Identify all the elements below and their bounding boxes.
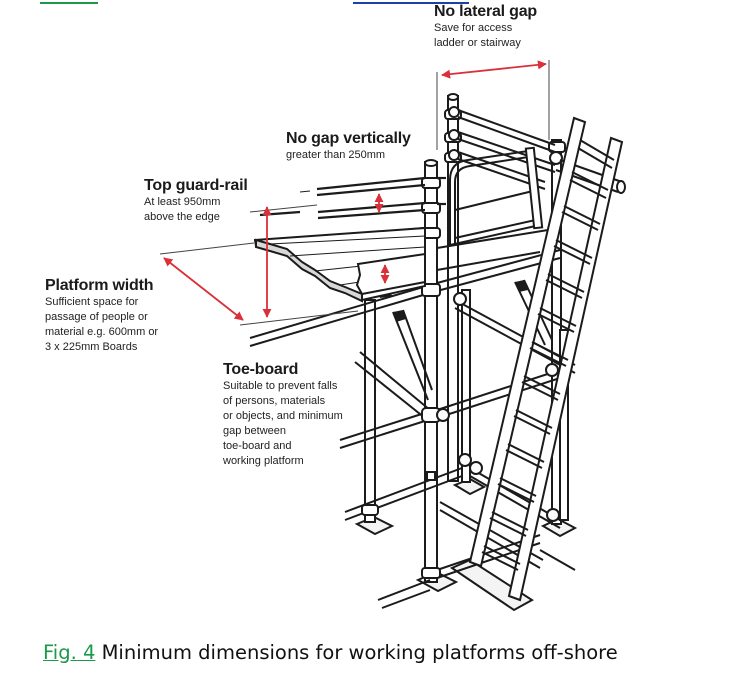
standard-left xyxy=(364,299,376,523)
label-heading: No gap vertically xyxy=(286,130,411,147)
label-line: or objects, and minimum xyxy=(223,410,343,422)
standard-front xyxy=(424,161,438,583)
caption-text: Minimum dimensions for working platforms… xyxy=(95,641,618,664)
access-gate xyxy=(449,146,544,246)
label-top-guard-rail: Top guard-rail At least 950mm above the … xyxy=(144,176,248,225)
label-line: At least 950mm xyxy=(144,196,221,208)
label-toe-board: Toe-board Suitable to prevent falls of p… xyxy=(223,360,343,469)
label-line: Save for access xyxy=(434,22,513,34)
label-heading: Top guard-rail xyxy=(144,177,248,194)
dimension-arrows xyxy=(163,60,547,321)
label-heading: No lateral gap xyxy=(434,3,538,20)
ladder-stile-left xyxy=(468,116,587,568)
label-line: working platform xyxy=(223,455,304,467)
cropped-previous-line xyxy=(40,0,600,5)
extension-lines xyxy=(159,60,550,326)
label-heading: Toe-board xyxy=(223,361,299,378)
cropped-link-underline-blue xyxy=(353,0,469,4)
label-line: 3 x 225mm Boards xyxy=(45,341,138,353)
label-line: gap between xyxy=(223,425,286,437)
cropped-link-underline xyxy=(40,0,98,4)
label-line: above the edge xyxy=(144,211,220,223)
toe-board xyxy=(355,252,426,296)
ladder-stile-right xyxy=(507,136,624,602)
label-line: toe-board and xyxy=(223,440,292,452)
couplers xyxy=(361,106,566,579)
lateral-gap-arrow xyxy=(441,60,547,79)
label-line: Suitable to prevent falls xyxy=(223,380,338,392)
label-no-gap-vertically: No gap vertically greater than 250mm xyxy=(286,129,411,163)
figure-caption: Fig. 4 Minimum dimensions for working pl… xyxy=(43,641,618,664)
label-line: material e.g. 600mm or xyxy=(45,326,159,338)
label-line: passage of people or xyxy=(45,311,148,323)
figure-number-link[interactable]: Fig. 4 xyxy=(43,641,96,664)
label-platform-width: Platform width Sufficient space for pass… xyxy=(45,276,158,355)
label-line: ladder or stairway xyxy=(434,37,521,49)
label-line: Sufficient space for xyxy=(45,296,139,308)
ledgers xyxy=(249,249,576,609)
access-ladder xyxy=(468,116,624,602)
label-line: greater than 250mm xyxy=(286,149,386,161)
label-line: of persons, materials xyxy=(223,395,326,407)
label-no-lateral-gap: No lateral gap Save for access ladder or… xyxy=(434,2,537,51)
platform-width-arrow xyxy=(163,257,244,321)
label-heading: Platform width xyxy=(45,277,154,294)
ladder-rungs xyxy=(481,139,615,571)
